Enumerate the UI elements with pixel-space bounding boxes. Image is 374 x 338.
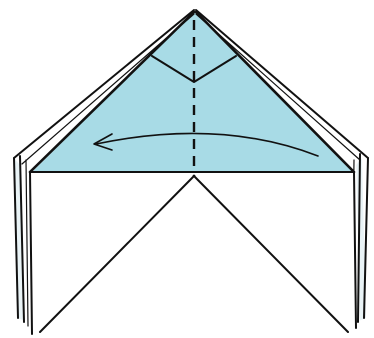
bottom-apex-point [193,175,196,178]
right-layer-edge-1 [364,158,368,318]
lower-paper-body [30,172,356,334]
